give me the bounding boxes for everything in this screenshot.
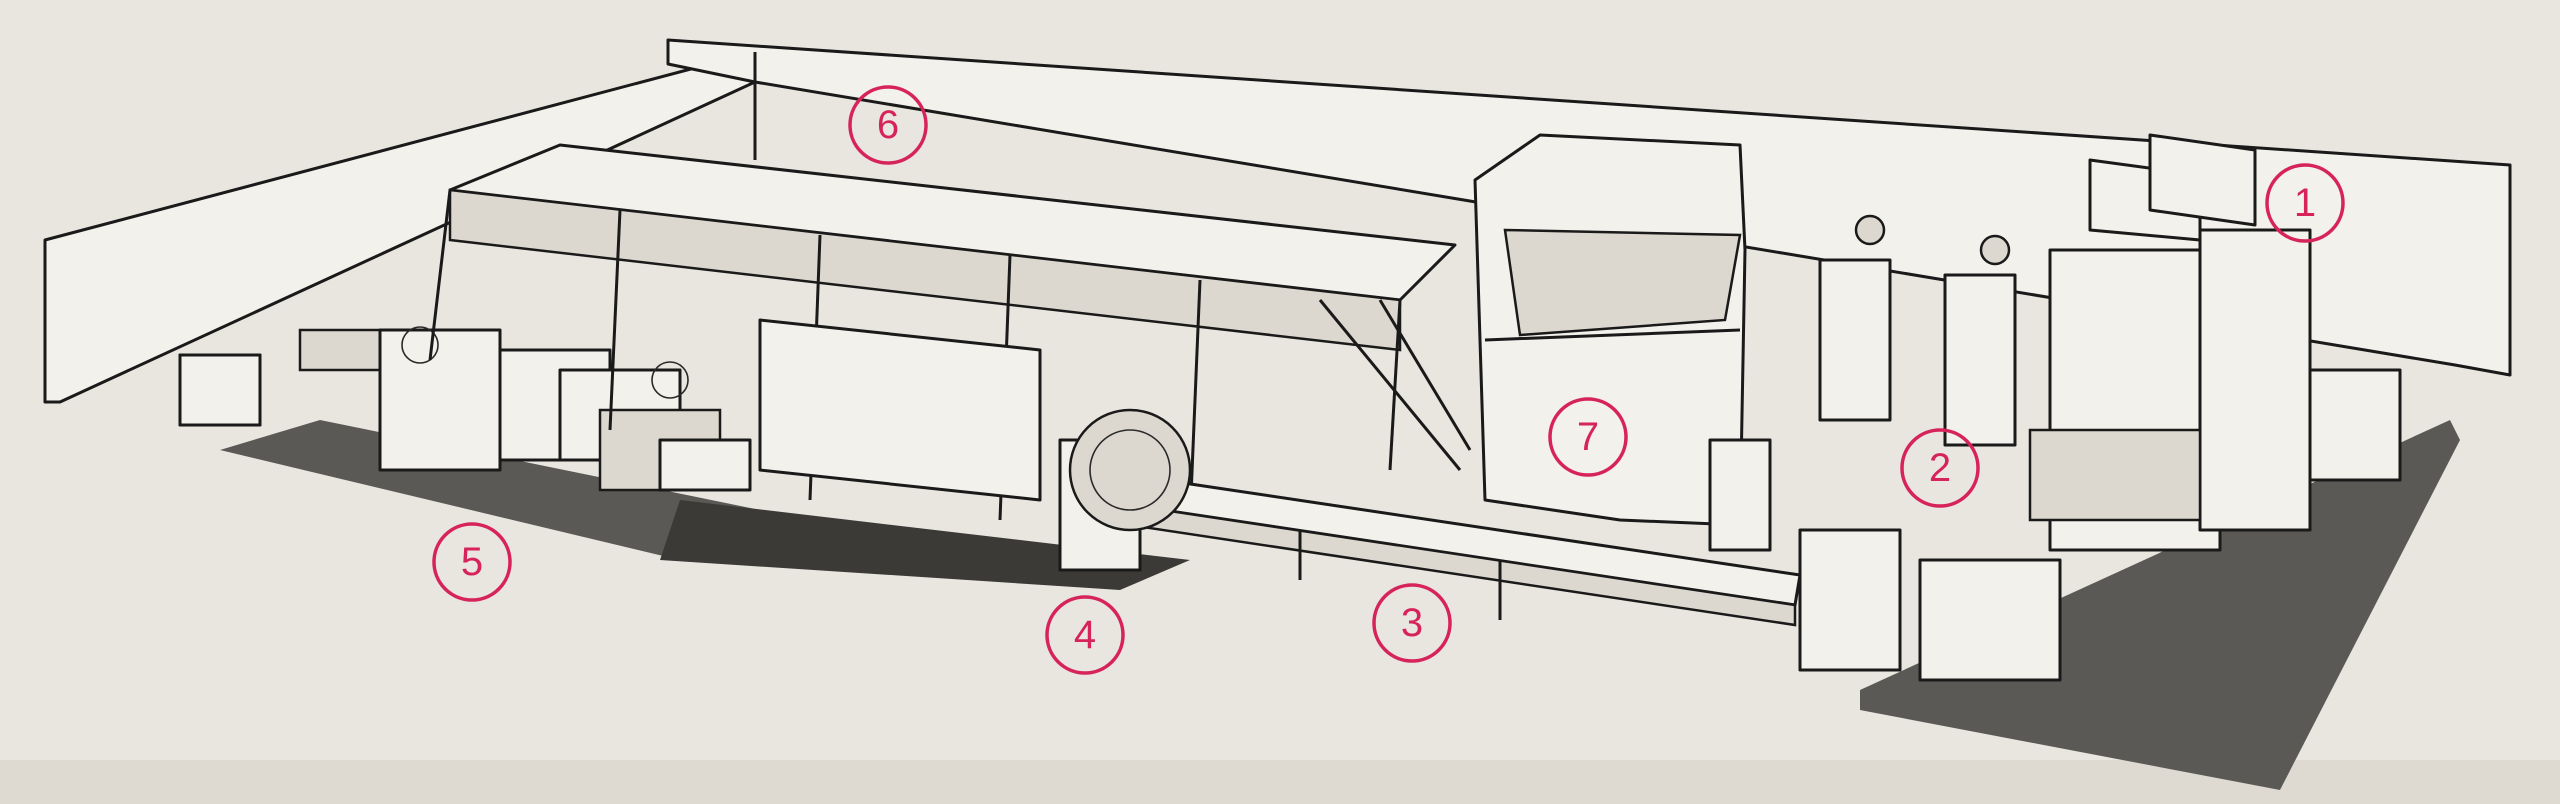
svg-text:1: 1 [2294,181,2316,225]
drying-kiln-structure [428,143,1472,521]
callout-2: 2 [1900,428,1980,508]
callout-3: 3 [1372,583,1452,663]
callout-7: 7 [1548,397,1628,477]
svg-text:6: 6 [877,103,899,147]
callout-1: 1 [2265,163,2345,243]
paper-bottom-edge [0,760,2560,804]
callout-6: 6 [848,85,928,165]
callout-5: 5 [432,522,512,602]
winding-drum [1058,408,1192,572]
press-machines [1798,133,2402,682]
left-cabinet [178,353,262,427]
svg-text:3: 3 [1401,601,1423,645]
svg-text:5: 5 [461,540,483,584]
svg-text:4: 4 [1074,613,1096,657]
callout-4: 4 [1045,595,1125,675]
svg-text:2: 2 [1929,446,1951,490]
control-cabin [1473,133,1772,552]
svg-text:7: 7 [1577,415,1599,459]
callout-markers: 1 2 3 4 5 6 7 [432,85,2345,675]
